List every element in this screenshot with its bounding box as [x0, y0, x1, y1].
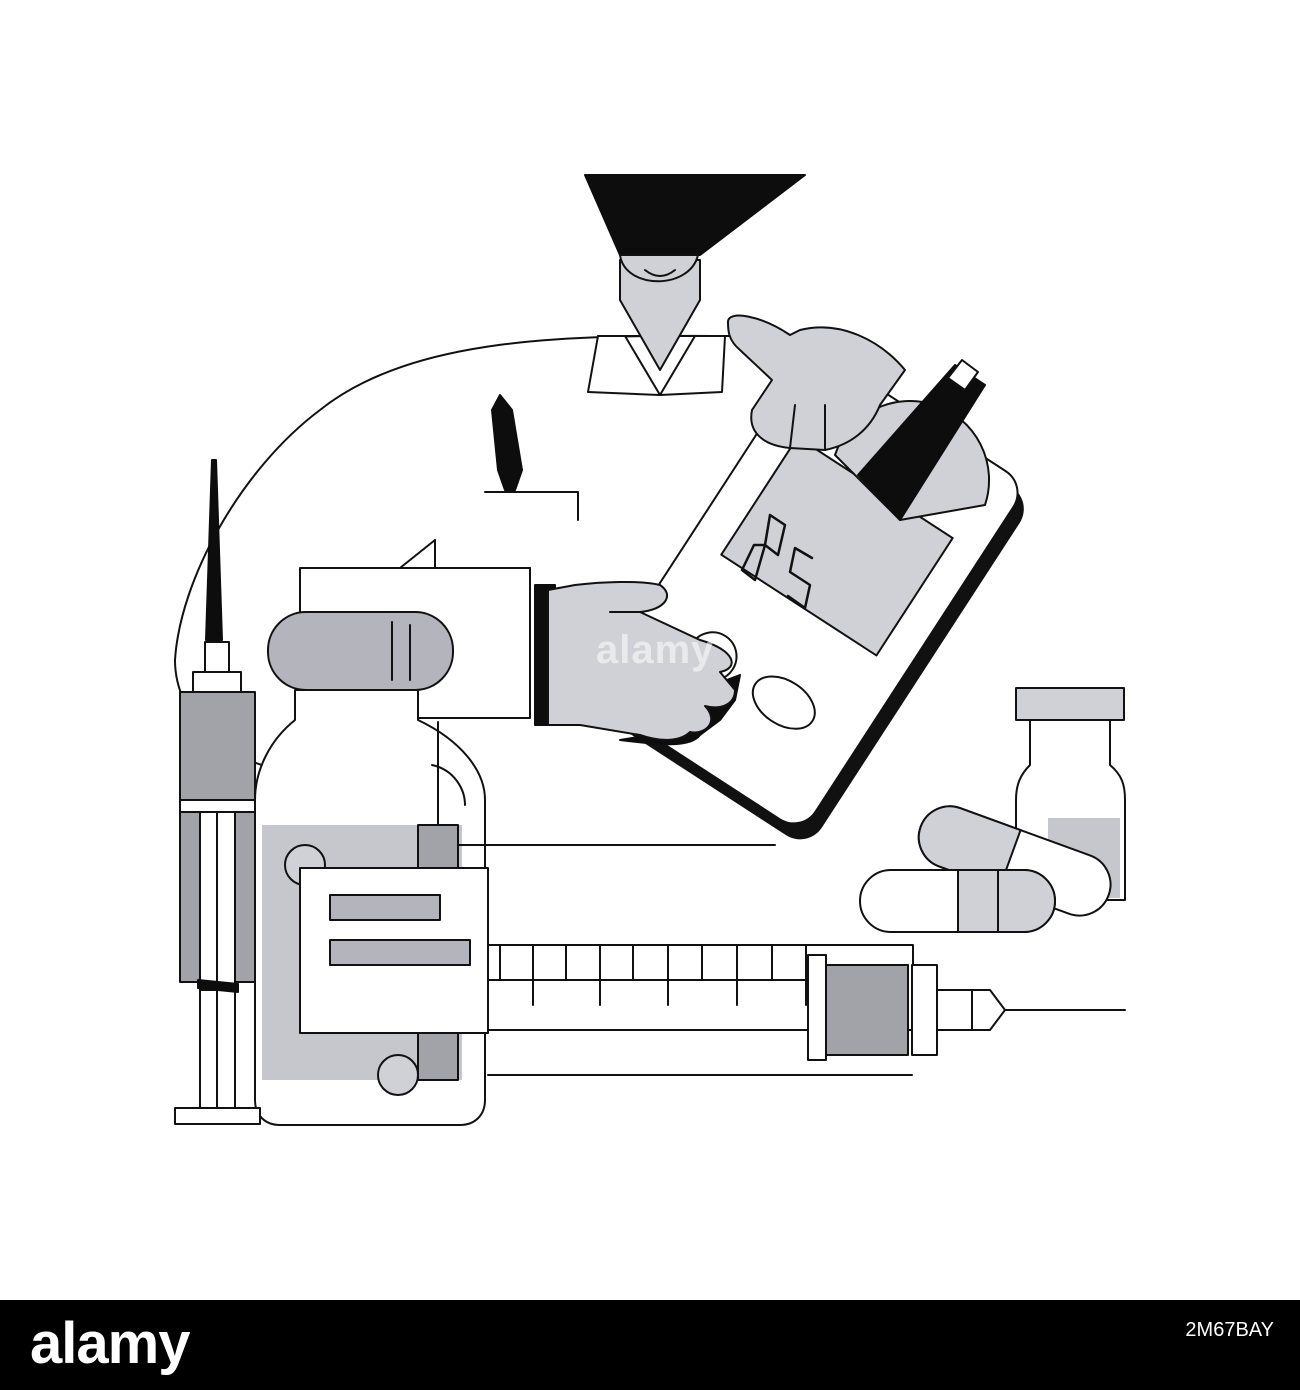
footer-bar: alamy 2M67BAY: [0, 1300, 1300, 1390]
footer-logo: alamy: [30, 1311, 190, 1376]
horizontal-syringe: [487, 944, 1126, 1076]
pocket-pen-icon: [484, 394, 579, 521]
image-id-label: 2M67BAY: [1185, 1319, 1274, 1341]
glucose-meter-illustration: [174, 174, 1126, 1126]
syringe-ticks: [499, 944, 807, 1006]
upper-hand: [727, 314, 906, 451]
vertical-syringe: [174, 459, 261, 1125]
test-strip: [834, 359, 990, 521]
meter-reading-digits: [740, 513, 814, 610]
medicine-bottle: [254, 689, 776, 1126]
lower-hand: [534, 580, 741, 746]
doctor-collar: [587, 335, 726, 396]
doctor-head: [584, 174, 806, 371]
capsule-large: [267, 611, 454, 691]
capsule-pills: [859, 805, 1112, 933]
